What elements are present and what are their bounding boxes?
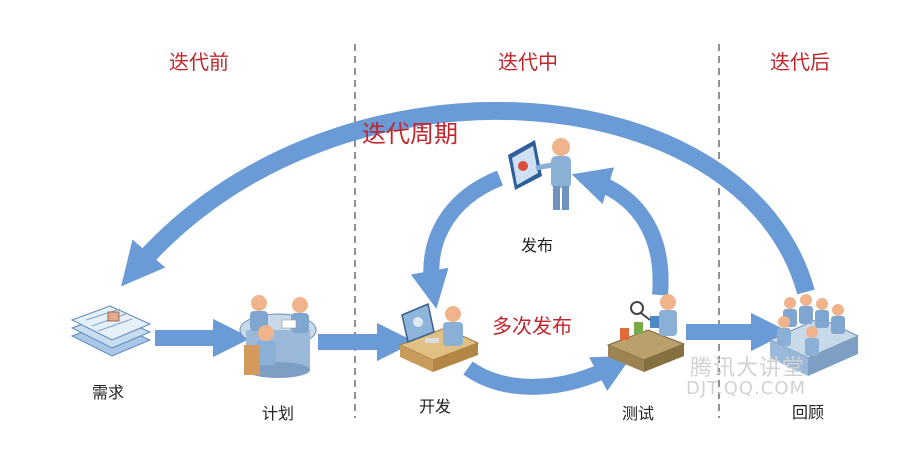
watermark-line2: DJT.QQ.COM: [686, 378, 807, 399]
node-label-release: 发布: [521, 236, 554, 255]
phase-after-label: 迭代后: [770, 50, 830, 74]
testing-station-icon: [606, 294, 686, 372]
node-label-test: 测试: [622, 404, 655, 423]
iteration-cycle-arrow: [121, 102, 815, 295]
node-label-requirements: 需求: [92, 383, 125, 402]
release-presentation-icon: [508, 138, 571, 210]
planning-meeting-icon: [239, 295, 317, 378]
requirements-documents-icon: [70, 305, 152, 357]
review-meeting-icon: [768, 294, 860, 376]
node-label-plan: 计划: [262, 404, 295, 423]
phase-during-label: 迭代中: [498, 50, 558, 74]
watermark-line1: 腾讯大讲堂: [690, 356, 806, 381]
iteration-cycle-label: 迭代周期: [362, 120, 458, 148]
test-to-release-arrow: [571, 167, 669, 296]
multi-release-label: 多次发布: [492, 314, 572, 338]
phase-before-label: 迭代前: [169, 50, 229, 74]
developer-workstation-icon: [398, 302, 480, 372]
node-label-develop: 开发: [419, 397, 452, 416]
release-to-develop-arrow: [410, 170, 504, 309]
node-label-review: 回顾: [792, 403, 825, 422]
develop-to-test-arrow: [463, 355, 632, 395]
